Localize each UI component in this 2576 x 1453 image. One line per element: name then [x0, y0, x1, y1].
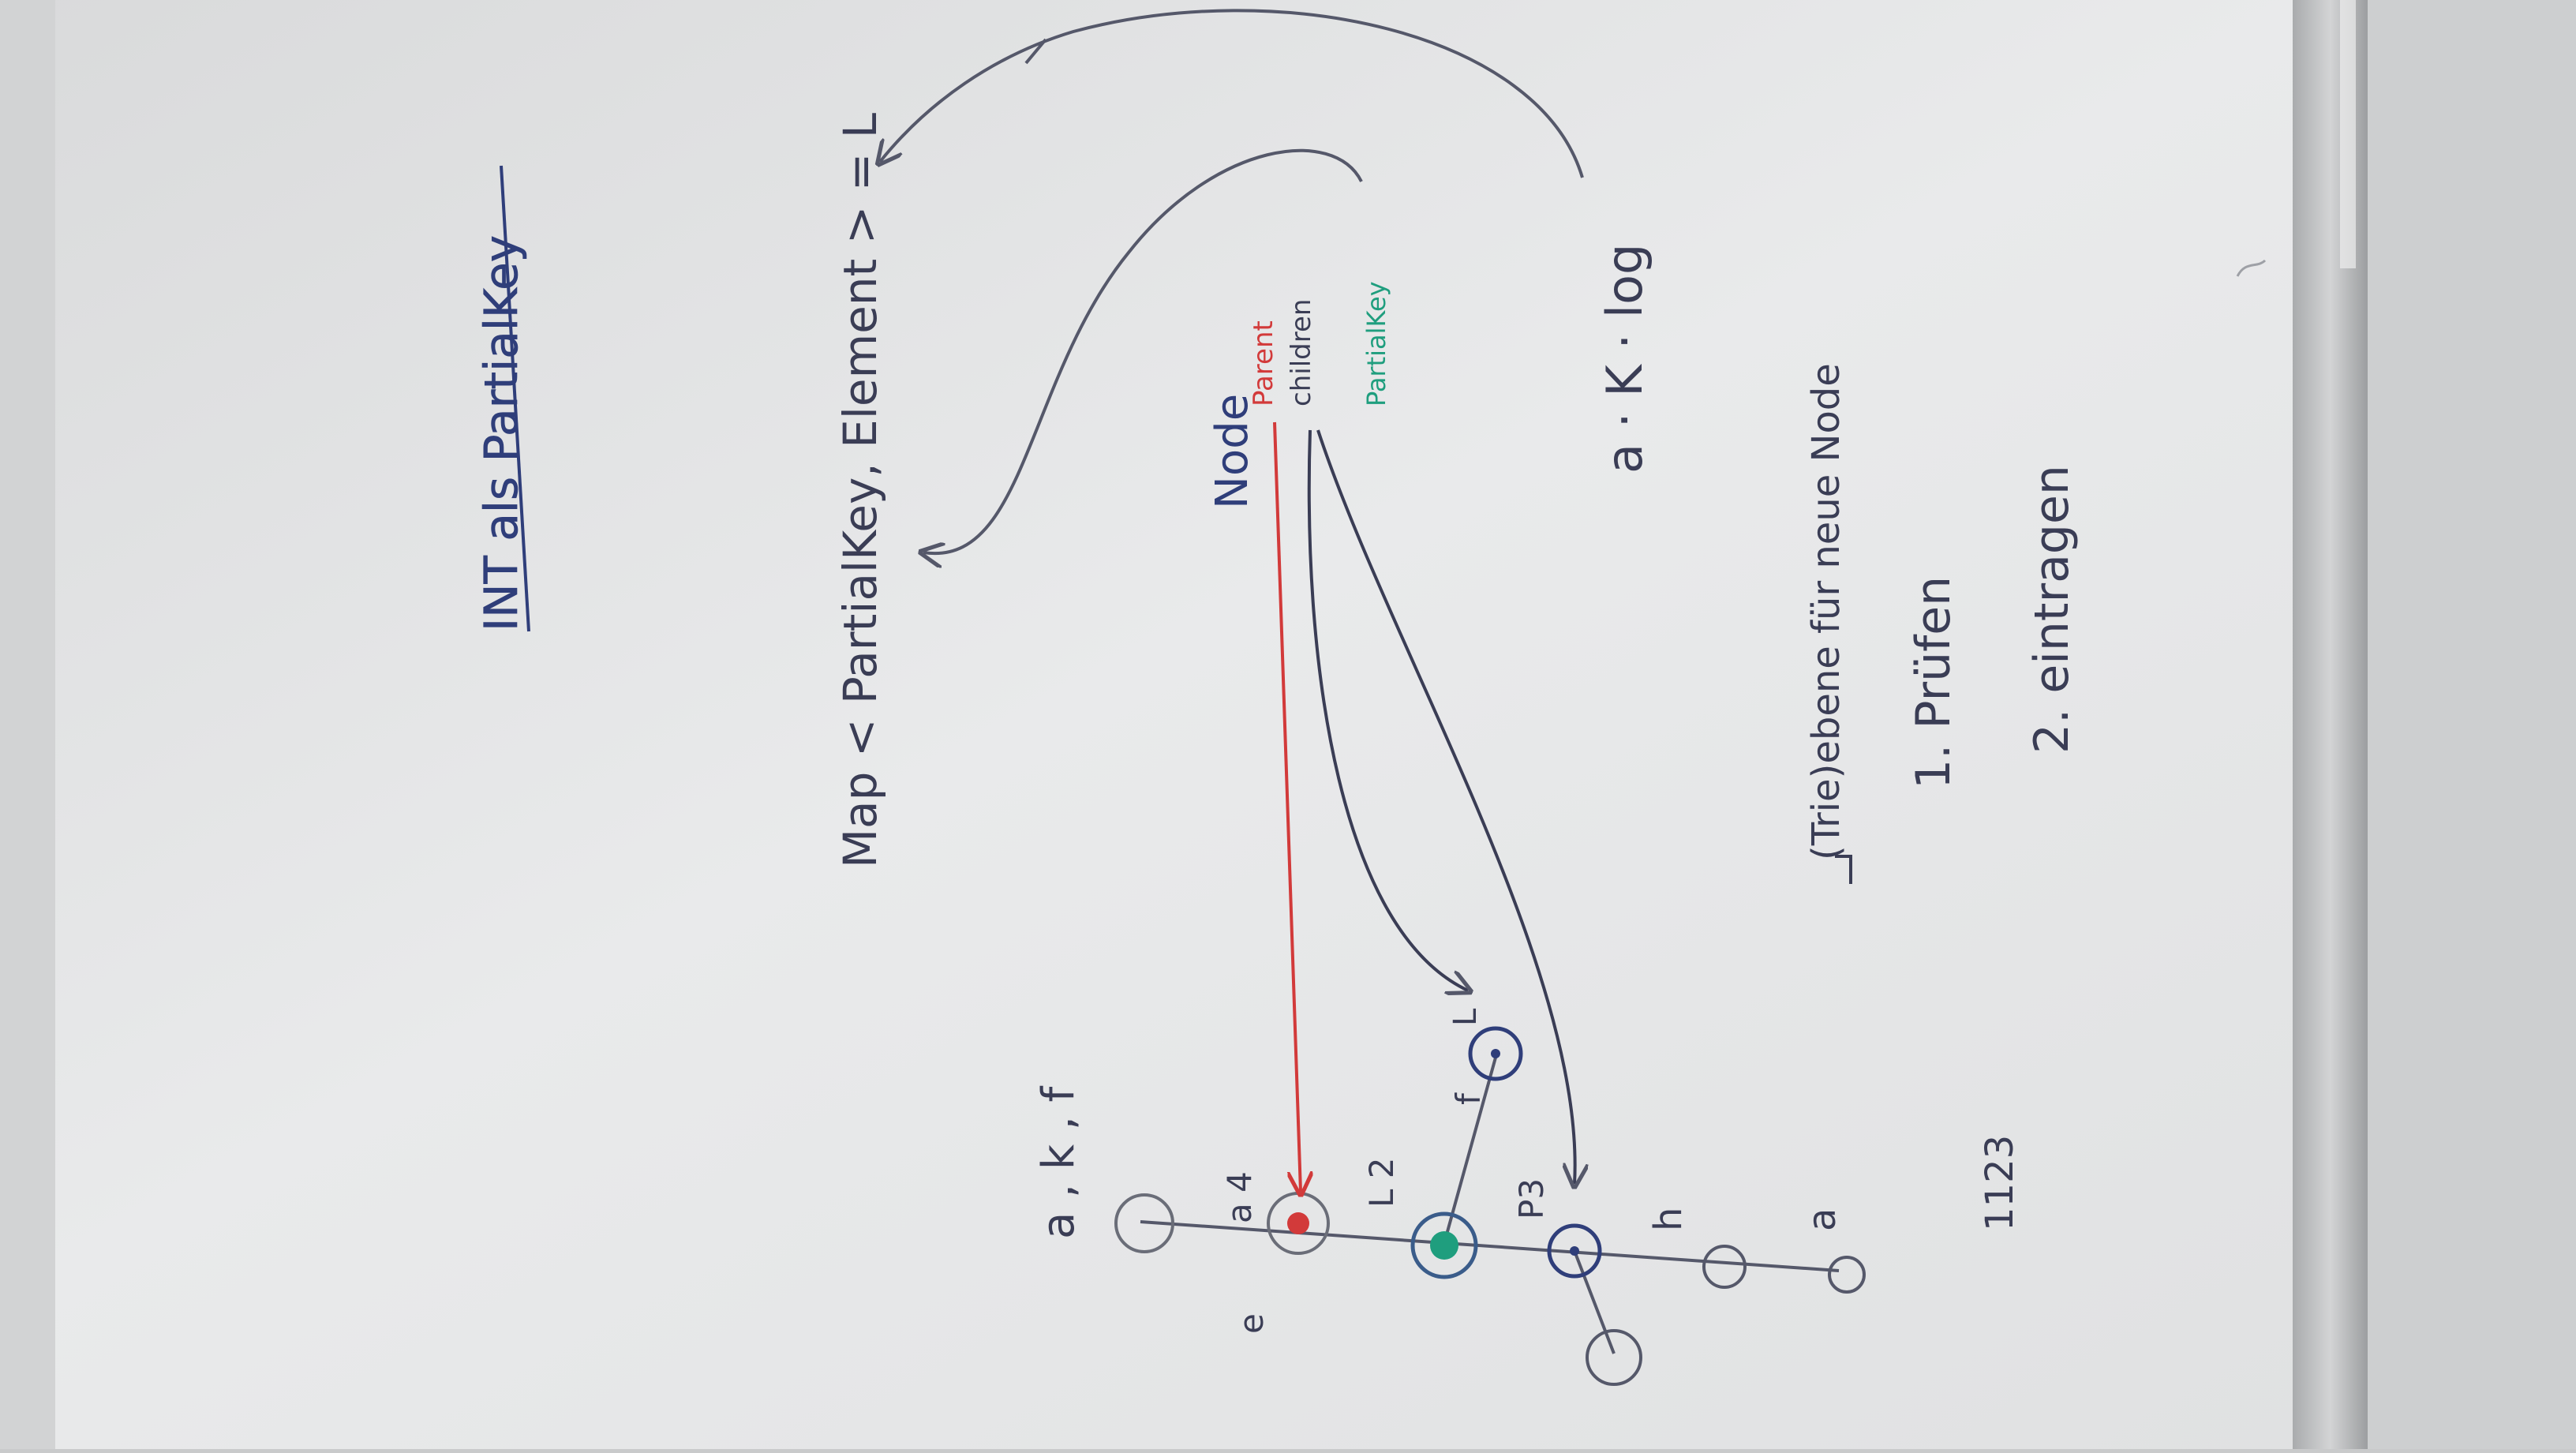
arrow-mark [1024, 38, 1047, 65]
tree-edge [1443, 1057, 1497, 1244]
arrow-log-to-L [880, 9, 1584, 178]
node-label: Node [1207, 394, 1258, 509]
trie-text: (Trie)ebene für neue Node [1804, 363, 1848, 860]
label-e: e [1232, 1313, 1271, 1334]
bottom-number: 1123 [1978, 1135, 2022, 1231]
arrow-children-1 [1307, 429, 1468, 991]
tree-node-blue-dot [1570, 1246, 1579, 1256]
label-h: h [1646, 1208, 1690, 1231]
tree-node-green [1410, 1211, 1478, 1279]
label-l2: L 2 [1362, 1158, 1401, 1208]
board-frame [2293, 0, 2368, 1449]
marker-tray [2340, 0, 2356, 268]
step-1-text: 1. Prüfen [1906, 576, 1961, 789]
label-a4: a 4 [1220, 1171, 1259, 1223]
tree-node-e [1586, 1329, 1642, 1386]
faint-mark [2236, 259, 2267, 277]
tree-node-top [1468, 1026, 1523, 1081]
label-f: f [1449, 1092, 1488, 1105]
field-parent: Parent [1248, 320, 1279, 406]
tree-node-a [1828, 1256, 1866, 1294]
a-k-log-text: a · K · log [1596, 244, 1653, 474]
trie-diagram [1114, 1026, 1866, 1386]
arrow-children-2 [1316, 429, 1575, 1184]
tree-top-label: a , k , f [1033, 1085, 1084, 1239]
tree-edge [1140, 1220, 1840, 1272]
tree-node-h [1702, 1245, 1747, 1289]
field-partialkey: PartialKey [1361, 281, 1391, 406]
title-text: INT als PartialKey [474, 235, 528, 631]
tree-node-root [1114, 1193, 1174, 1253]
label-a: a [1800, 1208, 1844, 1231]
tree-node-red-fill [1287, 1212, 1309, 1234]
arrow-parent [1273, 421, 1301, 1192]
label-p3: P3 [1512, 1178, 1551, 1219]
wall [2368, 0, 2576, 1449]
board-left-edge [0, 0, 55, 1449]
title-underline [500, 165, 530, 632]
tree-node-green-fill [1430, 1231, 1458, 1260]
trie-bracket [1835, 855, 1852, 884]
map-text: Map < PartialKey, Element > = L [833, 113, 887, 868]
label-l-small: L [1447, 1008, 1484, 1026]
field-children: children [1286, 299, 1317, 406]
tree-node-blue [1547, 1223, 1602, 1279]
tree-edge [1573, 1250, 1616, 1354]
step-2-text: 2. eintragen [2024, 465, 2080, 754]
tree-node-top-dot [1491, 1049, 1500, 1058]
arrow-node-to-map [923, 148, 1363, 553]
